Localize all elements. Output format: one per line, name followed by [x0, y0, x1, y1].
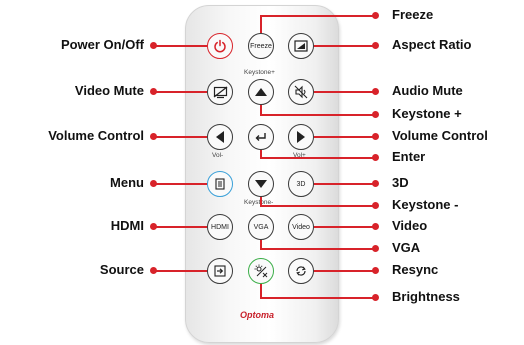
callout-line	[154, 136, 207, 138]
label-volume-left: Volume Control	[48, 128, 144, 143]
callout-line	[314, 183, 374, 185]
callout-dot	[372, 111, 379, 118]
triangle-up-icon	[255, 88, 267, 96]
label-menu: Menu	[110, 175, 144, 190]
callout-dot	[150, 133, 157, 140]
label-3d: 3D	[392, 175, 409, 190]
callout-dot	[372, 154, 379, 161]
keystone-minus-text: Keystone-	[244, 199, 274, 206]
triangle-down-icon	[255, 180, 267, 188]
source-input-icon	[214, 265, 226, 277]
callout-line	[260, 197, 262, 206]
keystone-plus-text: Keystone+	[244, 69, 275, 76]
label-video-mute: Video Mute	[74, 83, 144, 98]
freeze-button: Freeze	[248, 33, 274, 59]
callout-line	[154, 226, 207, 228]
video-mute-button	[207, 79, 233, 105]
callout-line	[260, 240, 262, 249]
3d-button: 3D	[288, 171, 314, 197]
label-video: Video	[392, 218, 428, 233]
callout-line	[260, 150, 262, 158]
video-mute-icon	[213, 86, 227, 98]
callout-line	[314, 226, 374, 228]
callout-line	[314, 136, 374, 138]
menu-icon	[215, 178, 225, 190]
callout-dot	[372, 42, 379, 49]
label-volume-right: Volume Control	[392, 128, 488, 143]
triangle-left-icon	[216, 131, 224, 143]
power-button	[207, 33, 233, 59]
brightness-button	[248, 258, 274, 284]
label-source: Source	[99, 262, 144, 277]
audio-mute-button	[288, 79, 314, 105]
enter-icon	[255, 133, 266, 141]
label-enter: Enter	[392, 149, 426, 164]
callout-dot	[150, 42, 157, 49]
label-freeze: Freeze	[392, 7, 434, 22]
callout-dot	[372, 88, 379, 95]
source-button	[207, 258, 233, 284]
menu-button	[207, 171, 233, 197]
enter-button	[248, 124, 274, 150]
resync-button	[288, 258, 314, 284]
callout-line	[260, 157, 374, 159]
callout-dot	[150, 267, 157, 274]
label-brightness: Brightness	[392, 289, 460, 304]
callout-dot	[372, 223, 379, 230]
label-resync: Resync	[392, 262, 439, 277]
speaker-mute-icon	[294, 85, 308, 99]
callout-dot	[372, 133, 379, 140]
resync-icon	[296, 266, 306, 276]
label-power: Power On/Off	[60, 37, 144, 52]
keystone-minus-button	[248, 171, 274, 197]
vol-minus-text: Vol-	[212, 152, 224, 159]
label-keystone-minus: Keystone -	[392, 197, 459, 212]
callout-line	[260, 15, 262, 33]
callout-line	[260, 15, 374, 17]
keystone-plus-button	[248, 79, 274, 105]
callout-line	[314, 91, 374, 93]
aspect-ratio-icon	[294, 40, 308, 52]
vol-plus-text: Vol+	[293, 152, 306, 159]
callout-dot	[372, 294, 379, 301]
callout-dot	[372, 12, 379, 19]
triangle-right-icon	[297, 131, 305, 143]
callout-line	[154, 183, 207, 185]
callout-line	[314, 270, 374, 272]
vga-button: VGA	[248, 214, 274, 240]
label-aspect-ratio: Aspect Ratio	[392, 37, 472, 52]
brand-logo: Optoma	[240, 310, 275, 320]
callout-line	[154, 45, 207, 47]
callout-dot	[372, 245, 379, 252]
aspect-ratio-button	[288, 33, 314, 59]
video-button: Video	[288, 214, 314, 240]
callout-line	[260, 205, 374, 207]
brightness-icon	[254, 264, 268, 278]
callout-line	[260, 248, 374, 250]
label-keystone-plus: Keystone +	[392, 106, 462, 121]
power-icon	[214, 39, 226, 53]
callout-line	[260, 105, 262, 115]
callout-line	[260, 284, 262, 298]
label-hdmi: HDMI	[110, 218, 144, 233]
label-audio-mute: Audio Mute	[392, 83, 463, 98]
callout-dot	[150, 180, 157, 187]
hdmi-button: HDMI	[207, 214, 233, 240]
callout-line	[154, 270, 207, 272]
vol-minus-button	[207, 124, 233, 150]
callout-dot	[372, 202, 379, 209]
vol-plus-button	[288, 124, 314, 150]
callout-line	[260, 297, 374, 299]
callout-dot	[150, 88, 157, 95]
callout-line	[260, 114, 374, 116]
callout-dot	[372, 267, 379, 274]
callout-dot	[372, 180, 379, 187]
callout-line	[314, 45, 374, 47]
callout-line	[154, 91, 207, 93]
callout-dot	[150, 223, 157, 230]
label-vga: VGA	[392, 240, 421, 255]
